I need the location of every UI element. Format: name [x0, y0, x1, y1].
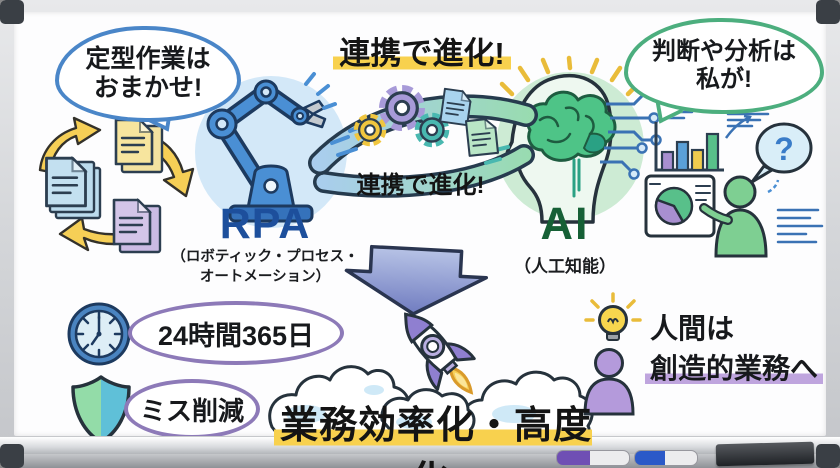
document-stack-blue [45, 156, 102, 220]
marker-pen-purple-icon [556, 450, 630, 466]
speech-text: 定型作業は [85, 45, 211, 73]
frame-corner-cap [0, 0, 24, 24]
benefit-badge-uptime: 24時間365日 [128, 301, 344, 365]
bar-chart-icon [654, 122, 724, 172]
frame-corner-cap [816, 0, 840, 24]
question-mark: ? [774, 131, 794, 167]
exchange-band-illustration [308, 85, 538, 198]
sparkle-lines [304, 72, 337, 110]
down-arrow-icon [344, 244, 489, 316]
human-role-line1: 人間は [650, 313, 735, 344]
headline-collaboration: 連携で進化! [312, 28, 532, 73]
document-icon [464, 117, 500, 157]
speech-text: おまかせ! [93, 74, 203, 102]
pie-chart-panel [644, 174, 716, 238]
document-stack-purple [112, 198, 162, 254]
rocket-icon [404, 312, 476, 395]
eraser-icon [715, 441, 815, 467]
speech-text: 私が! [696, 66, 752, 93]
ai-label: AI [540, 198, 590, 249]
speech-bubble-rpa: 定型作業は おまかせ! [55, 26, 241, 122]
analytics-illustration: ? [644, 110, 824, 258]
brainstem-lines [572, 158, 581, 198]
marker-pen-blue-icon [634, 450, 698, 466]
frame-corner-cap [0, 444, 24, 468]
benefit-badge-errors: ミス削減 [124, 379, 260, 439]
document-stack-yellow [114, 118, 164, 174]
text-lines [776, 208, 824, 244]
clock-icon [67, 302, 131, 366]
analyst-person-icon [699, 175, 780, 258]
frame-corner-cap [816, 444, 840, 468]
rpa-sub-label: （ロボティック・プロセス・ オートメーション） [171, 249, 359, 285]
question-bubble-icon: ? [750, 122, 813, 184]
lightbulb-icon [584, 292, 642, 341]
person-icon [583, 348, 635, 416]
text-lines [662, 110, 770, 128]
robot-arm-icon [195, 72, 347, 228]
speech-bubble-ai: 判断や分析は 私が! [624, 18, 824, 114]
document-cycle-illustration [38, 116, 195, 254]
headline-collaboration-small: 連携で進化! [356, 172, 485, 199]
human-role-line2: 創造的業務へ [645, 347, 824, 387]
speech-text: 判断や分析は [652, 38, 796, 66]
rpa-label: RPA [219, 200, 311, 248]
ai-sub-label: （人工知能） [514, 257, 616, 276]
outcome-headline: 業務効率化・高度化 [258, 394, 608, 468]
gripper-claw [302, 99, 327, 129]
